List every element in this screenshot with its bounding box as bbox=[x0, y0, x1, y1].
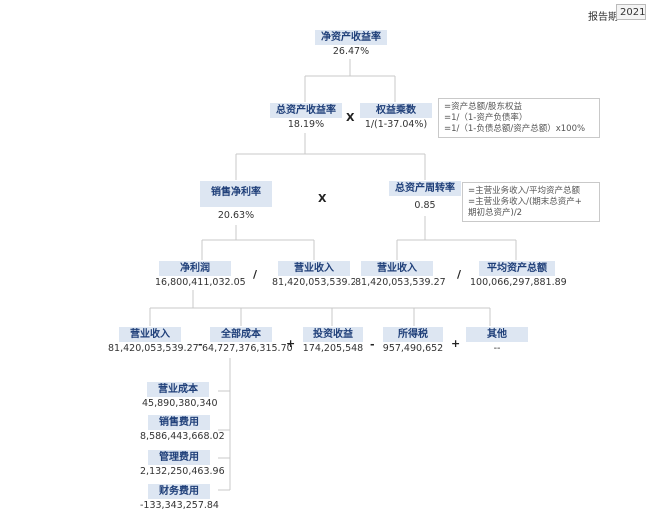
note-line: =主营业务收入/平均资产总额 bbox=[468, 186, 580, 196]
node-value: 16,800,411,032.05 bbox=[155, 276, 246, 290]
node-value: 0.85 bbox=[389, 196, 461, 216]
node-title: 所得税 bbox=[383, 327, 443, 342]
node-value: 1/(1-37.04%) bbox=[360, 118, 432, 132]
node-title: 投资收益 bbox=[303, 327, 363, 342]
node-title: 其他 bbox=[466, 327, 528, 342]
connector-asset-turnover bbox=[396, 212, 517, 260]
note-line: =主营业务收入/(期末总资产+ bbox=[468, 197, 582, 207]
node-value: 64,727,376,315.70 bbox=[202, 342, 293, 356]
node-op-cost: 营业成本 45,890,380,340 bbox=[142, 382, 218, 411]
note-line: =1/（1-负债总额/资产总额）x100% bbox=[444, 124, 586, 134]
node-net-margin: 销售净利率 20.63% bbox=[200, 181, 272, 225]
node-admin-exp: 管理费用 2,132,250,463.96 bbox=[140, 450, 225, 479]
node-title: 营业成本 bbox=[147, 382, 209, 397]
node-avg-assets: 平均资产总额 100,066,297,881.89 bbox=[470, 261, 567, 290]
note-line: =1/（1-资产负债率） bbox=[444, 113, 528, 123]
node-value: 100,066,297,881.89 bbox=[470, 276, 567, 290]
node-title: 净资产收益率 bbox=[315, 30, 387, 45]
node-title: 管理费用 bbox=[148, 450, 210, 465]
operator-minus: - bbox=[370, 338, 375, 351]
node-title: 营业收入 bbox=[278, 261, 350, 276]
node-title: 销售费用 bbox=[148, 415, 210, 430]
node-value: 45,890,380,340 bbox=[142, 397, 218, 411]
connector-total-cost bbox=[218, 358, 231, 491]
note-line: 期初总资产)/2 bbox=[468, 208, 523, 218]
node-value: 81,420,053,539.27 bbox=[272, 276, 363, 290]
node-revenue-c: 营业收入 81,420,053,539.27 bbox=[108, 327, 199, 356]
node-value: 81,420,053,539.27 bbox=[355, 276, 446, 290]
node-value: 81,420,053,539.27 bbox=[108, 342, 199, 356]
node-value: 26.47% bbox=[315, 45, 387, 59]
node-title: 平均资产总额 bbox=[479, 261, 555, 276]
node-invest-income: 投资收益 174,205,548 bbox=[300, 327, 366, 356]
node-title: 销售净利率 bbox=[200, 181, 272, 207]
connector-roe bbox=[304, 59, 396, 102]
connector-roa bbox=[235, 133, 426, 180]
node-selling-exp: 销售费用 8,586,443,668.02 bbox=[140, 415, 225, 444]
node-revenue-b: 营业收入 81,420,053,539.27 bbox=[355, 261, 446, 290]
connector-net-margin bbox=[201, 224, 315, 260]
node-asset-turnover: 总资产周转率 0.85 bbox=[375, 181, 475, 216]
node-value: 20.63% bbox=[200, 207, 272, 225]
node-total-cost: 全部成本 64,727,376,315.70 bbox=[202, 327, 293, 356]
note-line: =资产总额/股东权益 bbox=[444, 102, 522, 112]
node-value: 2,132,250,463.96 bbox=[140, 465, 225, 479]
node-title: 净利润 bbox=[159, 261, 231, 276]
operator-plus: + bbox=[451, 337, 461, 350]
node-title: 全部成本 bbox=[210, 327, 272, 342]
node-value: -133,343,257.84 bbox=[140, 499, 219, 513]
node-roa: 总资产收益率 18.19% bbox=[270, 103, 342, 132]
node-title: 营业收入 bbox=[119, 327, 181, 342]
operator-divide: / bbox=[253, 268, 258, 281]
report-period-label: 报告期 bbox=[588, 12, 618, 23]
operator-divide: / bbox=[457, 268, 462, 281]
node-equity-multiplier: 权益乘数 1/(1-37.04%) bbox=[360, 103, 432, 132]
node-income-tax: 所得税 957,490,652 bbox=[380, 327, 446, 356]
operator-plus: + bbox=[286, 337, 296, 350]
node-title: 总资产周转率 bbox=[389, 181, 461, 196]
node-value: 18.19% bbox=[270, 118, 342, 132]
equity-multiplier-note: =资产总额/股东权益 =1/（1-资产负债率） =1/（1-负债总额/资产总额）… bbox=[438, 98, 600, 138]
node-title: 财务费用 bbox=[148, 484, 210, 499]
node-value: -- bbox=[466, 342, 528, 356]
node-revenue-a: 营业收入 81,420,053,539.27 bbox=[272, 261, 363, 290]
node-fin-exp: 财务费用 -133,343,257.84 bbox=[140, 484, 219, 513]
node-title: 总资产收益率 bbox=[270, 103, 342, 118]
node-value: 957,490,652 bbox=[380, 342, 446, 356]
node-value: 8,586,443,668.02 bbox=[140, 430, 225, 444]
node-other: 其他 -- bbox=[466, 327, 528, 356]
node-net-profit: 净利润 16,800,411,032.05 bbox=[155, 261, 246, 290]
node-roe: 净资产收益率 26.47% bbox=[315, 30, 387, 59]
connector-net-profit bbox=[149, 290, 491, 326]
node-value: 174,205,548 bbox=[300, 342, 366, 356]
operator-multiply: X bbox=[346, 111, 355, 124]
operator-multiply: X bbox=[318, 192, 327, 205]
asset-turnover-note: =主营业务收入/平均资产总额 =主营业务收入/(期末总资产+ 期初总资产)/2 bbox=[462, 182, 600, 222]
node-title: 营业收入 bbox=[361, 261, 433, 276]
operator-minus: - bbox=[198, 338, 203, 351]
node-title: 权益乘数 bbox=[360, 103, 432, 118]
